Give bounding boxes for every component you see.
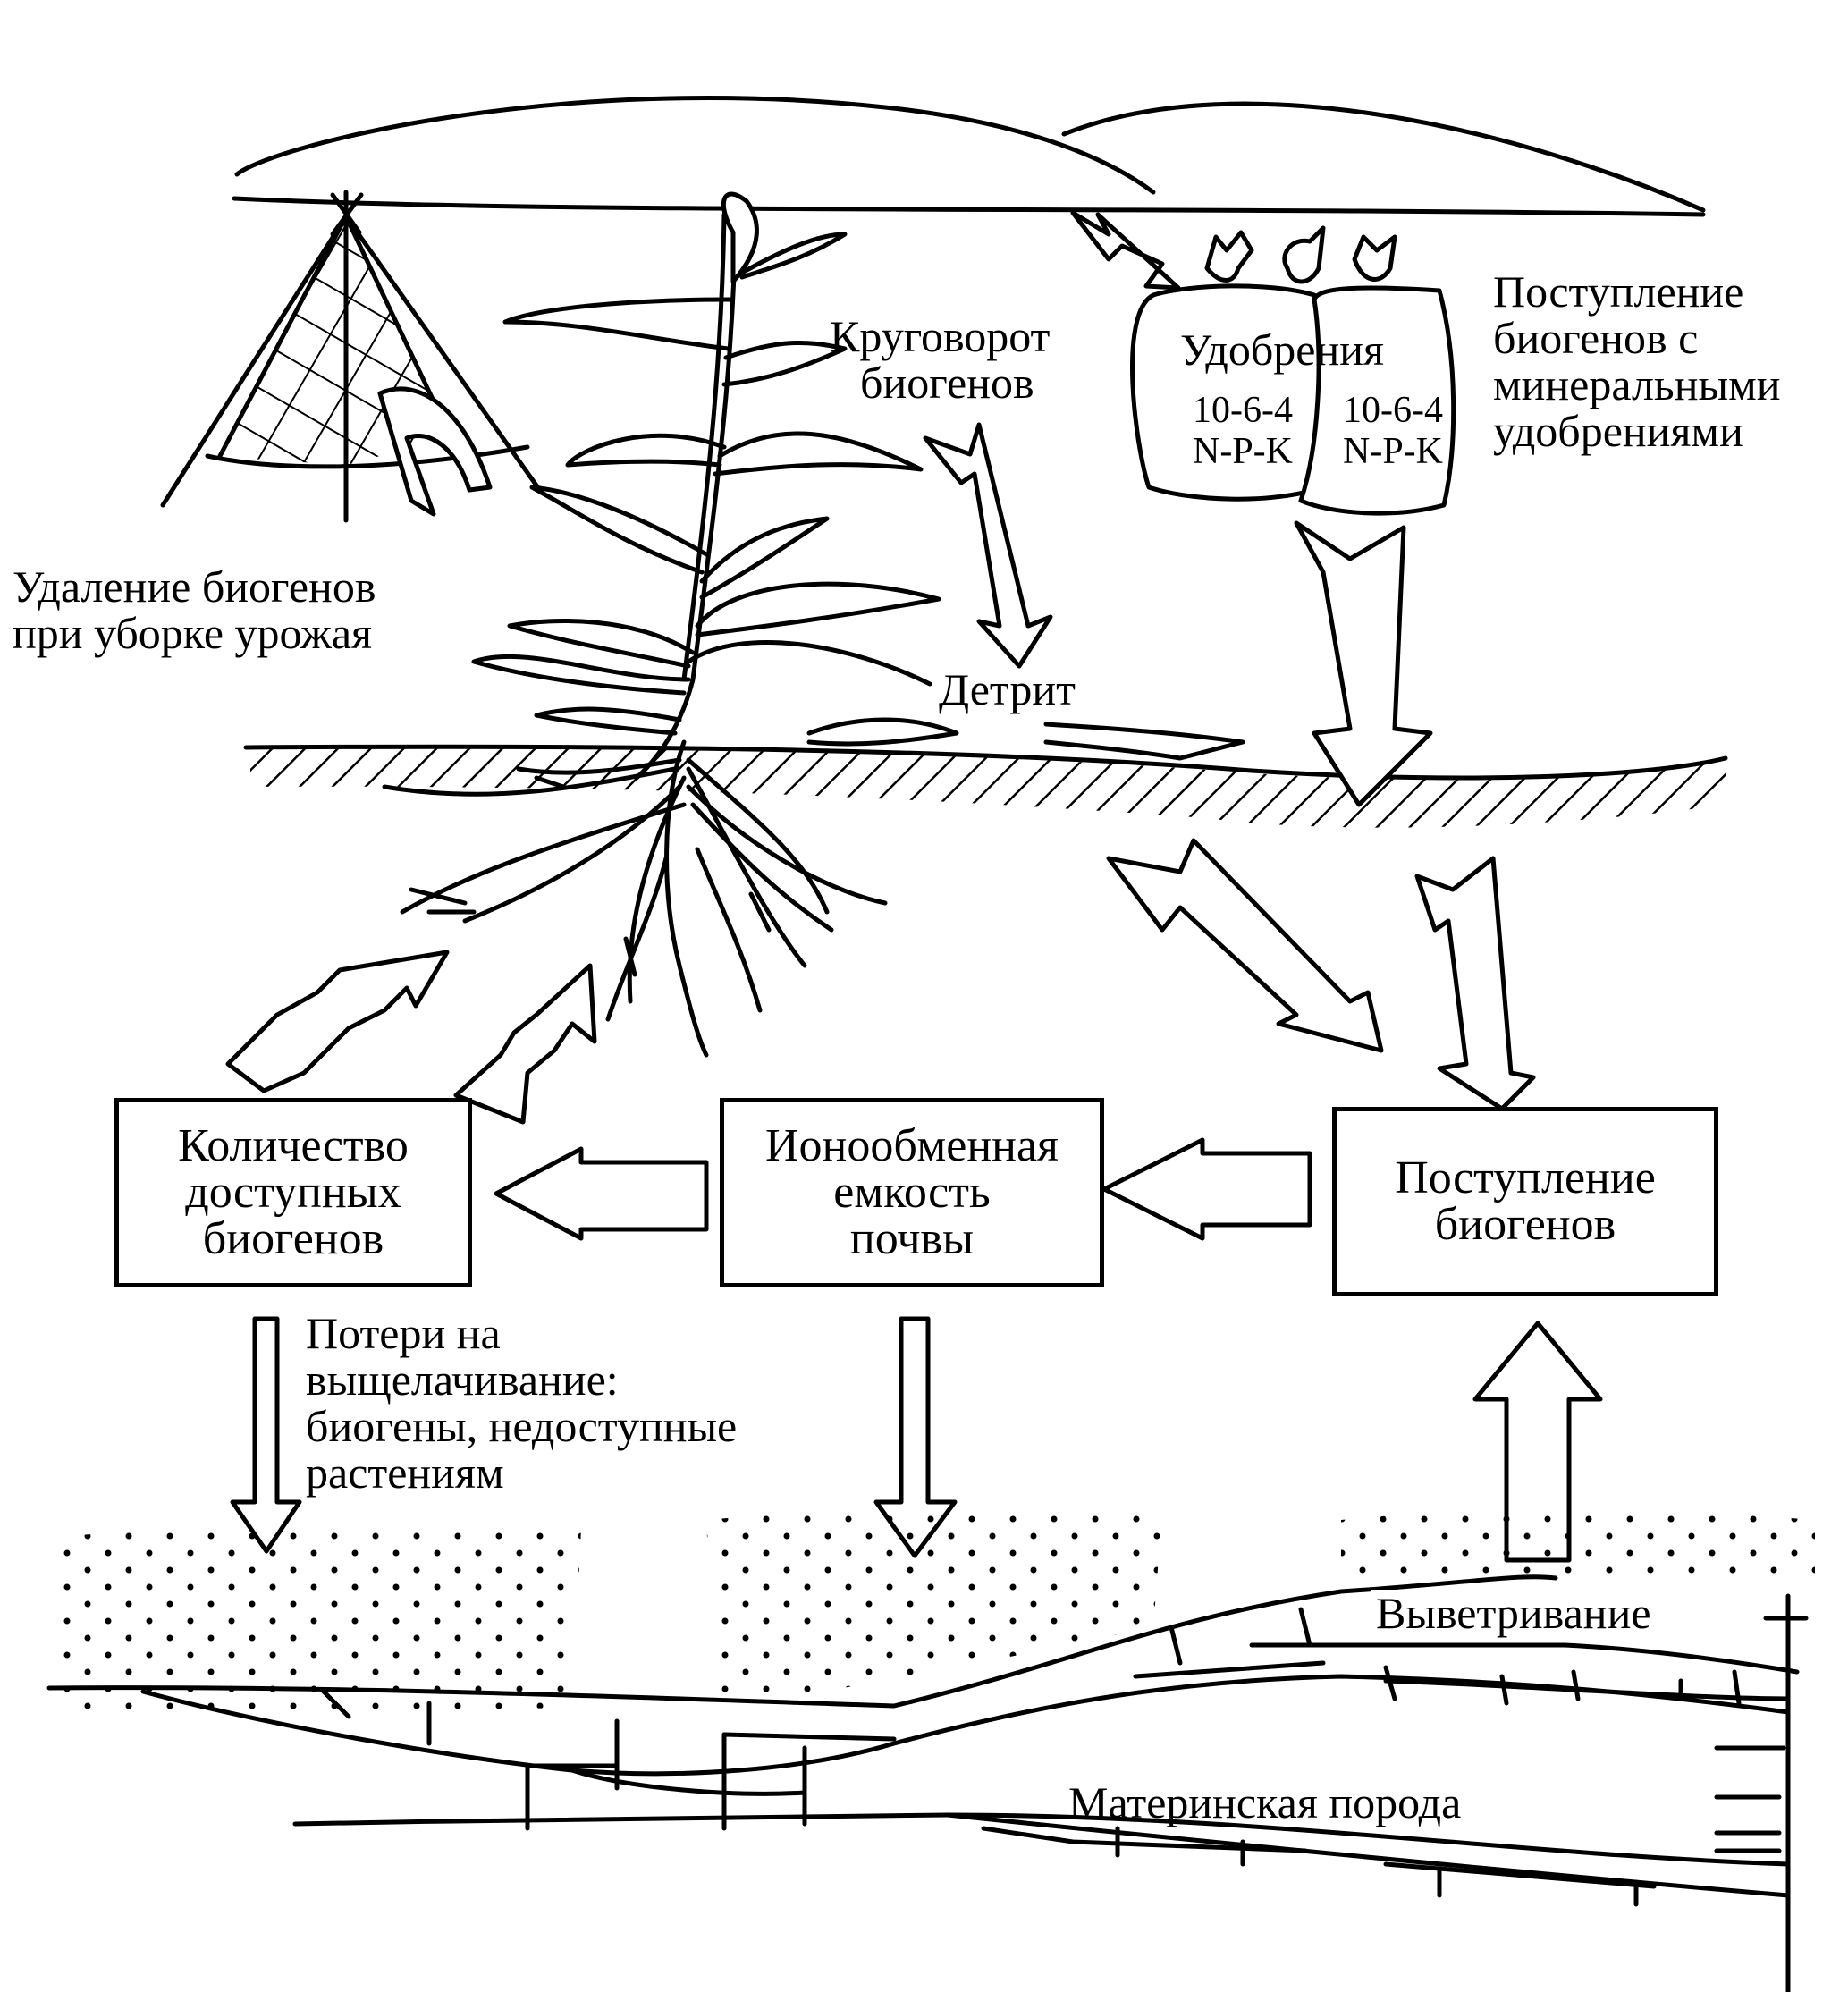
soil-to-input-arrow-right — [1414, 856, 1536, 1111]
ion-exchange-box: Ионообменная емкость почвы — [720, 1098, 1104, 1287]
nutrient-cycle-line-2: биогенов — [860, 358, 1034, 408]
fertilizer-in-arrow — [1070, 210, 1181, 291]
input-to-exchange-arrow — [1101, 1137, 1312, 1241]
available-line-2: доступных — [185, 1167, 401, 1218]
uptake-arrow-left — [225, 950, 450, 1093]
available-nutrients-box: Количество доступных биогенов — [114, 1098, 472, 1287]
fertilizer-input-line-4: удобрениями — [1493, 406, 1743, 456]
plant-icon — [471, 191, 1245, 781]
soil-to-input-arrow-left — [1106, 838, 1384, 1053]
cycle-arrow — [923, 422, 1053, 669]
available-line-1: Количество — [178, 1120, 409, 1171]
input-line-2: биогенов — [1434, 1199, 1616, 1250]
subsoil-dots — [54, 1507, 1815, 1717]
harvest-tent-icon — [160, 190, 544, 523]
uptake-arrow-right — [453, 963, 597, 1125]
fertilizer-input-line-3: минеральными — [1493, 359, 1781, 409]
fertilizer-input-line-1: Поступление — [1493, 266, 1744, 317]
exchange-line-2: емкость — [833, 1167, 991, 1218]
weathering-label: Выветривание — [1371, 1590, 1657, 1636]
leaching-line-1: Потери на — [306, 1308, 501, 1358]
harvest-removal-label: Удаление биогенов при уборке урожая — [13, 563, 376, 656]
leaching-line-4: растениям — [306, 1448, 504, 1498]
leaching-line-3: биогены, недоступные — [306, 1401, 738, 1451]
fertilizer-to-soil-arrow — [1294, 520, 1433, 807]
nutrient-cycle-line-1: Круговорот — [830, 311, 1051, 361]
nutrient-input-box: Поступление биогенов — [1332, 1107, 1718, 1296]
fertilizer-input-line-2: биогенов с — [1493, 313, 1699, 363]
harvest-removal-line-2: при уборке урожая — [13, 608, 373, 658]
exchange-line-3: почвы — [849, 1213, 975, 1264]
nutrient-cycle-label: Круговорот биогенов — [830, 313, 1050, 406]
bag-left-ratio: 10-6-4 — [1193, 390, 1293, 431]
fertilizer-title: Удобрения — [1180, 325, 1384, 375]
leaching-label: Потери на выщелачивание: биогены, недост… — [306, 1310, 737, 1496]
bedrock-layers — [46, 1574, 1809, 1992]
exchange-to-available-arrow — [494, 1146, 709, 1241]
soil-surface — [243, 744, 1728, 828]
horizon-hills — [232, 96, 1706, 217]
bag-right-ratio: 10-6-4 — [1343, 390, 1443, 431]
fertilizer-bag-right: 10-6-4 N-P-K — [1330, 390, 1456, 472]
leaching-arrow-left — [230, 1316, 302, 1554]
leaching-line-2: выщелачивание: — [306, 1355, 619, 1405]
bag-right-npk: N-P-K — [1343, 431, 1443, 472]
input-line-1: Поступление — [1395, 1152, 1656, 1203]
bag-left-npk: N-P-K — [1193, 431, 1293, 472]
plant-roots-icon — [382, 739, 888, 1058]
detritus-label: Детрит — [939, 664, 1076, 714]
fertilizer-input-label: Поступление биогенов с минеральными удоб… — [1493, 268, 1780, 454]
fertilizer-bags-icon — [1130, 225, 1456, 516]
parent-rock-label: Материнская порода — [1068, 1777, 1462, 1827]
available-line-3: биогенов — [202, 1213, 384, 1264]
exchange-line-1: Ионообменная — [765, 1120, 1059, 1171]
fertilizer-bag-left: 10-6-4 N-P-K — [1162, 390, 1323, 472]
harvest-removal-line-1: Удаление биогенов — [13, 561, 376, 612]
